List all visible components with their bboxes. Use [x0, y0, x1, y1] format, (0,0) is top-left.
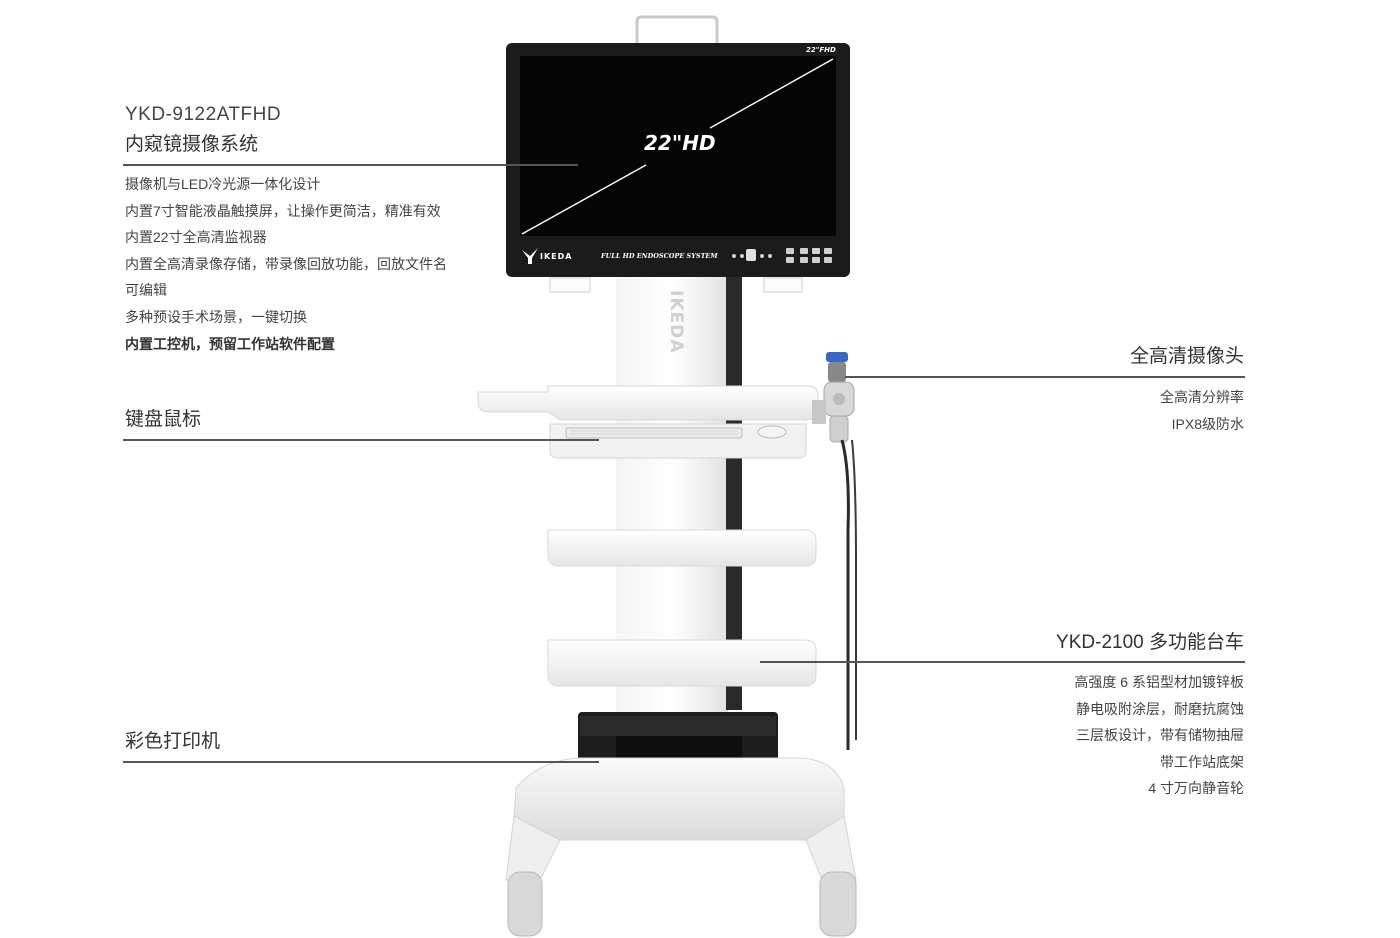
keyboard — [565, 427, 743, 439]
printer-leader-line — [123, 761, 599, 763]
trolley-feature-list: 高强度 6 系铝型材加镀锌板 静电吸附涂层，耐磨抗腐蚀 三层板设计，带有储物抽屉… — [984, 669, 1244, 802]
camera-feature: IPX8级防水 — [1171, 415, 1244, 432]
middle-shelf-2 — [547, 639, 817, 687]
system-feature: 内置22寸全高清监视器 — [125, 229, 267, 246]
mouse — [757, 425, 787, 439]
top-shelf — [477, 385, 819, 421]
system-title: 内窥镜摄像系统 — [125, 134, 259, 155]
camera-cable — [840, 439, 850, 750]
system-feature: 多种预设手术场景，一键切换 — [125, 308, 307, 325]
system-feature: 可编辑 — [125, 282, 167, 299]
trolley-feature: 高强度 6 系铝型材加镀锌板 — [1074, 674, 1244, 690]
camera-title: 全高清摄像头 — [1129, 346, 1244, 367]
system-feature: 内置工控机，预留工作站软件配置 — [125, 335, 335, 352]
camera-leader-line — [845, 376, 1245, 378]
camera-head — [812, 352, 855, 443]
column-brand-label: IKEDA — [666, 290, 686, 354]
camera-feature-list: 全高清分辨率 IPX8级防水 — [1044, 384, 1244, 437]
system-model: YKD-9122ATFHD — [125, 104, 282, 125]
monitor-size-label: 22"HD — [644, 131, 716, 155]
monitor-control-buttons — [732, 248, 832, 263]
ikeda-logo-mark — [522, 248, 538, 264]
camera-feature: 全高清分辨率 — [1160, 389, 1244, 405]
keyboard-title: 键盘鼠标 — [125, 409, 202, 430]
monitor-bezel-text: FULL HD ENDOSCOPE SYSTEM — [601, 252, 718, 260]
column-dark-strip — [726, 270, 742, 710]
monitor-corner-label: 22"FHD — [806, 46, 836, 54]
system-feature: 内置全高清录像存储，带录像回放功能，回放文件名 — [125, 255, 447, 272]
cart-base — [513, 757, 845, 841]
system-leader-line — [123, 164, 578, 166]
system-feature-list: 摄像机与LED冷光源一体化设计 内置7寸智能液晶触摸屏，让操作更简洁，精准有效 … — [125, 171, 485, 357]
trolley-feature: 4 寸万向静音轮 — [1148, 780, 1244, 797]
trolley-title: YKD-2100 多功能台车 — [1056, 632, 1244, 653]
keyboard-leader-line — [123, 439, 599, 441]
trolley-feature: 静电吸附涂层，耐磨抗腐蚀 — [1076, 700, 1244, 717]
caster-wheels — [507, 871, 857, 937]
trolley-feature: 三层板设计，带有储物抽屉 — [1076, 727, 1244, 744]
system-feature: 摄像机与LED冷光源一体化设计 — [125, 176, 321, 192]
system-feature: 内置7寸智能液晶触摸屏，让操作更简洁，精准有效 — [125, 202, 441, 219]
monitor-brand-label: IKEDA — [540, 252, 573, 261]
trolley-feature: 带工作站底架 — [1160, 753, 1244, 770]
trolley-leader-line — [760, 661, 1245, 663]
printer-title: 彩色打印机 — [125, 731, 221, 752]
monitor-handle — [635, 15, 719, 49]
middle-shelf-1 — [547, 529, 817, 567]
